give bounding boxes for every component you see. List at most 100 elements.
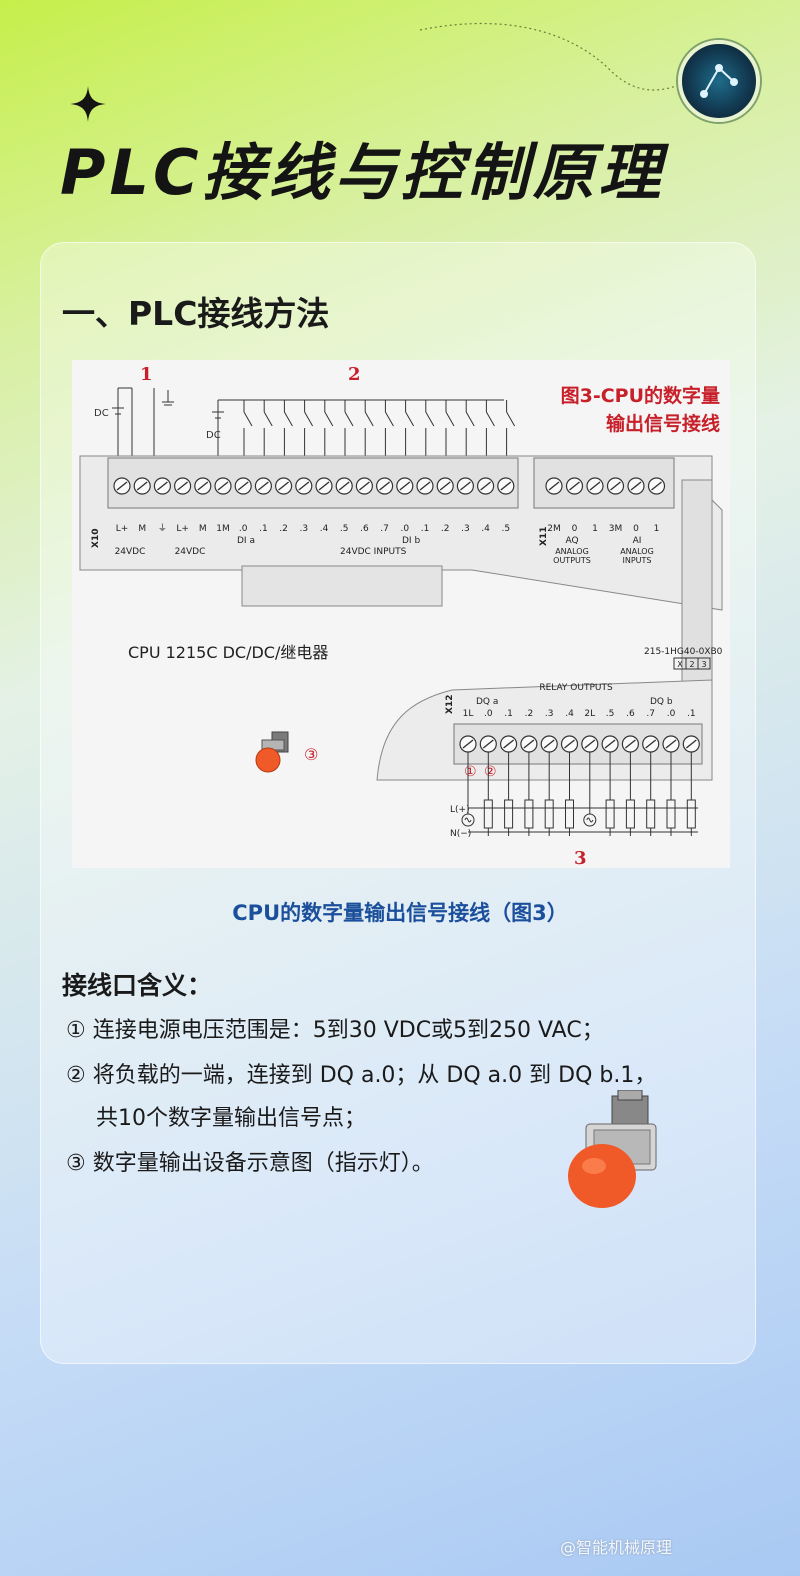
top-terminal-label: .2: [279, 524, 288, 534]
section-heading: 一、PLC接线方法: [62, 294, 330, 333]
top-terminal-label: .2: [441, 524, 450, 534]
relay-terminal-label: .3: [545, 709, 554, 719]
relay-screw: [500, 735, 518, 753]
watermark: @智能机械原理: [560, 1538, 673, 1557]
n-minus-label: N(−): [450, 829, 471, 839]
relay-terminal-label: .7: [646, 709, 655, 719]
top-screw: [275, 477, 293, 495]
relay-terminal-label: .0: [484, 709, 493, 719]
l-plus-label: L(+): [450, 805, 470, 815]
figure-caption: CPU的数字量输出信号接线（图3）: [232, 901, 568, 925]
label-di-a: DI a: [237, 536, 255, 546]
relay-terminal-label: .6: [626, 709, 635, 719]
top-screw: [153, 477, 172, 495]
analog-terminal-screws: [545, 477, 666, 495]
top-screw: [133, 477, 151, 495]
load-resistors: [461, 752, 698, 836]
analog-screw: [565, 477, 584, 495]
label-analog-outputs-2: OUTPUTS: [553, 556, 591, 565]
top-screw: [234, 477, 252, 495]
label-dq-b: DQ b: [650, 697, 673, 707]
relay-terminal-label: .1: [504, 709, 513, 719]
x11-label: X11: [539, 527, 549, 546]
svg-text:2: 2: [689, 660, 694, 669]
label-analog-inputs-1: ANALOG: [620, 547, 654, 556]
top-screw: [194, 477, 212, 495]
top-terminal-label: .6: [360, 524, 369, 534]
dc-label-1: DC: [94, 408, 109, 419]
analog-screw: [545, 477, 563, 495]
input-switch-bank: [212, 399, 516, 456]
label-ai: AI: [633, 536, 642, 546]
label-24vdc-inputs: 24VDC INPUTS: [340, 547, 407, 557]
label-24vdc-a: 24VDC: [115, 547, 146, 557]
top-screw: [436, 477, 454, 495]
indicator-lamp-small-icon: [255, 731, 289, 773]
top-screw: [214, 477, 232, 495]
label-aq: AQ: [565, 536, 578, 546]
meaning-item-3: ③ 数字量输出设备示意图（指示灯）。: [66, 1151, 434, 1176]
top-terminal-label: M: [138, 524, 146, 534]
top-screw: [254, 477, 272, 495]
top-screw: [396, 477, 414, 495]
dc-source-1: [112, 387, 174, 456]
relay-screw: [479, 735, 497, 753]
label-dq-a: DQ a: [476, 697, 498, 707]
top-screw: [295, 477, 313, 495]
top-terminal-label: .3: [300, 524, 309, 534]
circuit-logo-icon: [678, 40, 760, 122]
relay-terminal-label: 2L: [584, 709, 595, 719]
relay-screw: [662, 735, 680, 753]
analog-screw: [627, 477, 645, 495]
cpu-model-label: CPU 1215C DC/DC/继电器: [128, 643, 328, 662]
relay-outputs-label: RELAY OUTPUTS: [539, 683, 613, 693]
analog-terminal-label: 1: [592, 524, 598, 534]
relay-screw: [581, 735, 599, 753]
top-terminal-label: .0: [401, 524, 410, 534]
top-terminal-label: .7: [380, 524, 389, 534]
svg-text:3: 3: [701, 660, 706, 669]
top-terminal-label: ⏚: [158, 523, 167, 534]
top-screw: [416, 477, 434, 495]
label-analog-outputs-1: ANALOG: [555, 547, 589, 556]
circle-marker-1: ①: [464, 764, 477, 780]
relay-terminal-label: 1L: [463, 709, 474, 719]
x10-label: X10: [91, 529, 101, 548]
top-terminal-label: .5: [340, 524, 349, 534]
relay-terminal-screws: [459, 735, 700, 753]
label-24vdc-b: 24VDC: [175, 547, 206, 557]
circle-marker-3: ③: [304, 745, 318, 764]
top-screw: [113, 477, 131, 495]
top-terminal-label: .0: [239, 524, 248, 534]
svg-text:X: X: [677, 660, 683, 669]
meaning-item-2b: 共10个数字量输出信号点；: [96, 1106, 366, 1131]
indicator-lamp-icon: [568, 1090, 657, 1208]
top-terminal-label: .5: [502, 524, 511, 534]
decorative-dotted-curve: [419, 23, 691, 91]
relay-terminal-label: .5: [606, 709, 615, 719]
label-di-b: DI b: [402, 536, 420, 546]
top-terminal-label: .4: [481, 524, 490, 534]
top-terminal-screws: [113, 477, 515, 495]
relay-screw: [459, 735, 477, 753]
relay-screw: [540, 735, 558, 753]
meaning-title: 接线口含义：: [62, 971, 213, 1000]
top-terminal-label: M: [199, 524, 207, 534]
marker-3: 3: [574, 848, 587, 868]
part-number: 215-1HG40-0XB0: [644, 647, 723, 657]
meaning-item-2a: ② 将负载的一端，连接到 DQ a.0；从 DQ a.0 到 DQ b.1，: [66, 1063, 657, 1088]
relay-terminal-label: .2: [525, 709, 534, 719]
dc-label-2: DC: [206, 430, 221, 441]
top-terminal-label: .4: [320, 524, 329, 534]
top-screw: [355, 477, 373, 495]
top-terminal-label: .1: [259, 524, 268, 534]
analog-screw: [647, 477, 666, 495]
analog-terminal-label: 1: [654, 524, 660, 534]
relay-screw: [682, 735, 700, 753]
top-terminal-label: .1: [421, 524, 430, 534]
top-screw: [335, 477, 353, 495]
sparkle-icon: [70, 86, 106, 122]
meaning-item-1: ① 连接电源电压范围是：5到30 VDC或5到250 VAC；: [66, 1018, 604, 1043]
